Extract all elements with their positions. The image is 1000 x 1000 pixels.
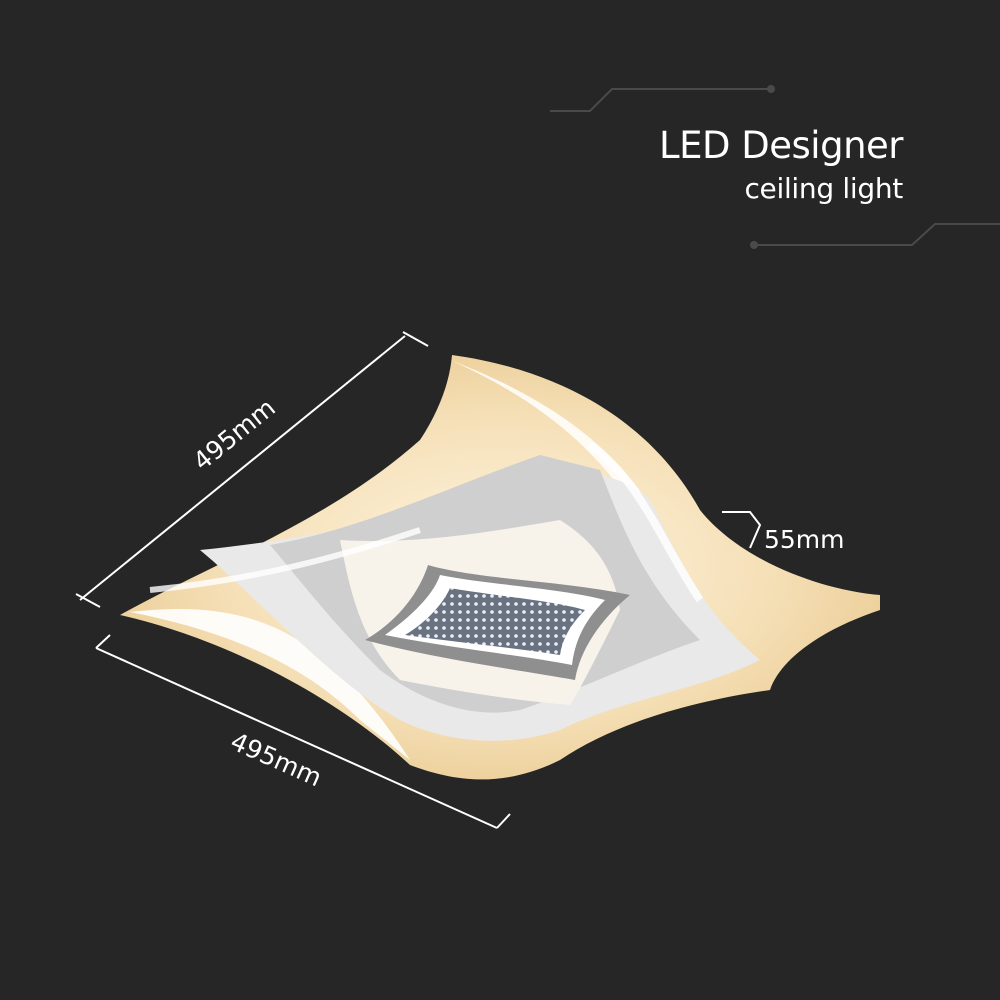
decorative-dot: [767, 85, 775, 93]
decorative-line-top: [550, 88, 771, 112]
dimension-line-width: [95, 634, 511, 829]
dimension-line-height: [722, 511, 762, 549]
dimension-line-length: [75, 331, 429, 608]
decorative-dot: [750, 241, 758, 249]
ceiling-light: [120, 355, 880, 780]
decorative-line-bottom: [754, 223, 1000, 246]
product-title: LED Designer: [659, 124, 903, 167]
product-subtitle: ceiling light: [744, 172, 903, 205]
dimension-height-label: 55mm: [764, 525, 845, 554]
